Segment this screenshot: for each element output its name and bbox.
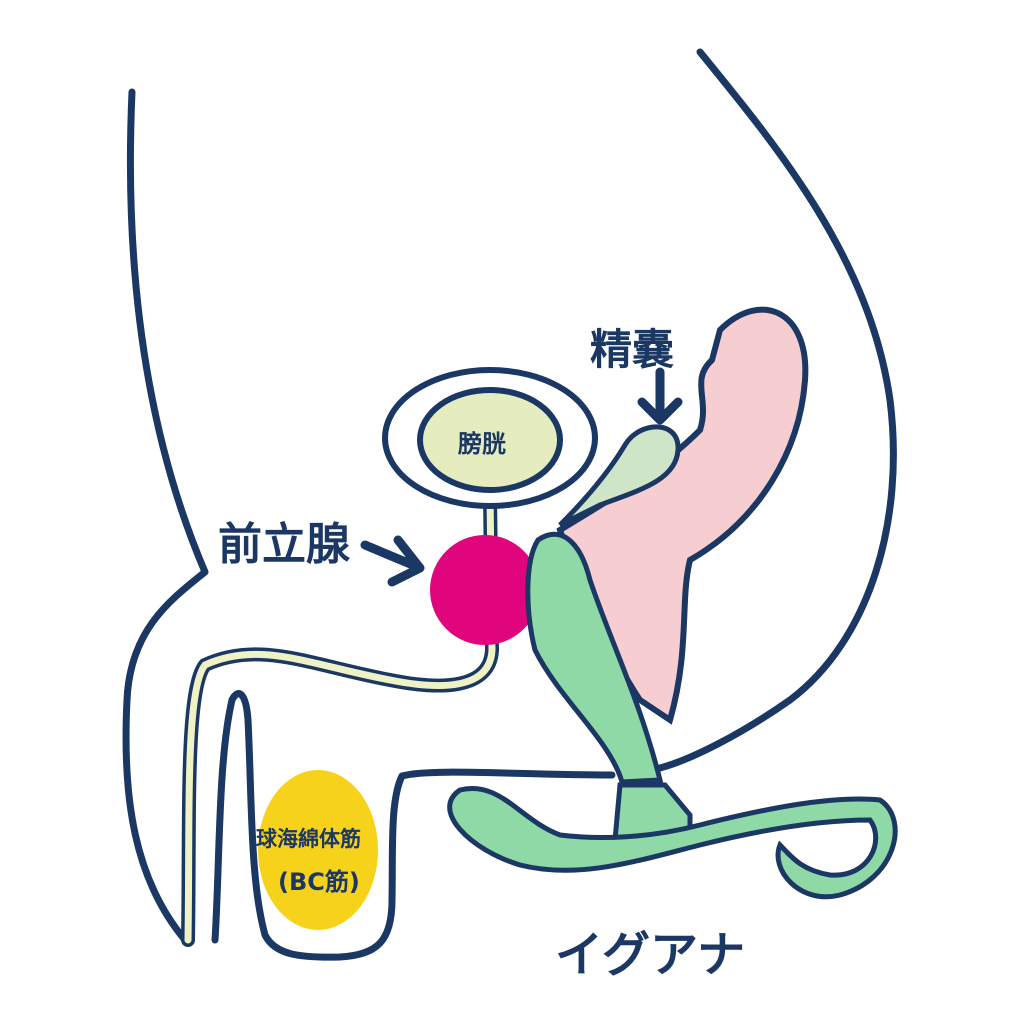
label-bc-muscle: 球海綿体筋 <box>256 827 361 851</box>
bladder-inner <box>417 387 563 493</box>
label-seminal-vesicle: 精嚢 <box>590 325 675 374</box>
prostate-arrow-icon <box>360 535 425 587</box>
seminal-vesicle <box>558 424 681 528</box>
bc-muscle <box>258 770 378 930</box>
rectum <box>556 306 809 725</box>
seminal-vesicle-arrow-icon <box>637 367 683 425</box>
body-outline-back <box>656 48 897 772</box>
label-prostate: 前立腺 <box>218 519 350 570</box>
prostate <box>430 535 540 645</box>
penis-inner-outline <box>211 690 616 961</box>
label-bc-muscle-abbr: (BC筋) <box>278 868 360 896</box>
label-device: イグアナ <box>555 927 746 983</box>
body-outline-front <box>122 88 209 944</box>
label-bladder: 膀胱 <box>458 430 506 458</box>
device-iguana <box>447 531 898 900</box>
